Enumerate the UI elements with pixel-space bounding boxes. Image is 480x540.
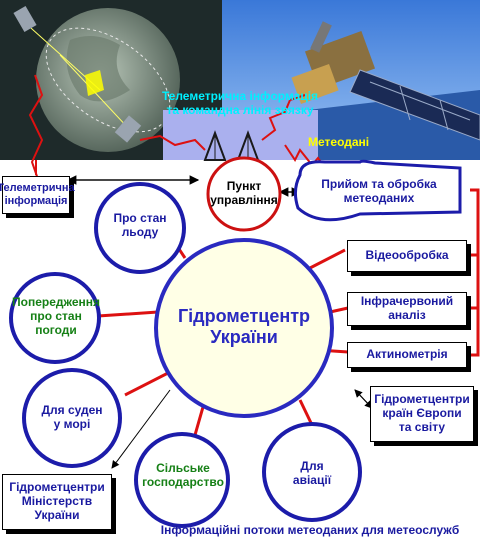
ice-line1: Про стан [113, 211, 167, 225]
infrared-line1: Інфрачервоний [360, 294, 454, 309]
agriculture-label: Сільське господарство [138, 461, 228, 490]
banner-meteo-data: Метеодані [308, 135, 370, 149]
circle-ships [22, 368, 122, 468]
ships-label: Для суден у морі [28, 403, 116, 432]
circle-ice [94, 182, 186, 274]
ministry-line3: України [34, 507, 80, 522]
satellite-icon [13, 5, 37, 33]
signal-zigzag [139, 134, 206, 151]
intl-line2: країн Європи [382, 406, 462, 421]
signal-zigzag [28, 74, 44, 186]
weather-warning-label: Попередження про стан погоди [2, 295, 110, 337]
circle-agriculture [134, 432, 230, 528]
space-image-left [0, 0, 222, 160]
receive-line1: Прийом та обробка [321, 177, 437, 191]
telemetry-box-line2: інформація [4, 195, 68, 207]
signal-zigzag [261, 94, 306, 141]
red-connectors [97, 188, 480, 436]
agri-line1: Сільське [156, 461, 210, 475]
receive-process-shape [293, 159, 462, 222]
ministry-line2: Міністерств [21, 494, 93, 509]
meteo-satellite-icon [291, 21, 480, 141]
arrow-ministries [111, 389, 171, 469]
banner-telemetry-line2: та командна лінія звязку [166, 102, 314, 117]
antenna-icon [203, 130, 227, 161]
control-point-label: Пункт управління [208, 179, 280, 208]
circle-aviation [262, 422, 362, 522]
agri-line2: господарство [142, 474, 224, 489]
aviation-line1: Для [300, 459, 324, 473]
weather-line2: про стан [30, 308, 82, 323]
receive-line2: метеоданих [343, 190, 415, 205]
banner-telemetry-line1: Телеметрична інформація [161, 89, 319, 103]
center-label: Гідрометцентр України [160, 306, 328, 347]
actinometry-box: Актинометрія [347, 342, 467, 368]
control-point-line2: управління [210, 192, 278, 207]
aviation-line2: авіації [292, 472, 332, 487]
receive-process-label: Прийом та обробка метеоданих [300, 177, 458, 206]
intl-line1: Гідрометцентри [374, 392, 470, 407]
center-line2: України [210, 326, 278, 347]
center-line1: Гідрометцентр [177, 306, 311, 326]
telemetry-box-line1: Телеметрична [0, 182, 75, 195]
control-point-line1: Пункт [226, 179, 262, 193]
ice-line2: льоду [121, 224, 159, 239]
actinometry-line1: Актинометрія [366, 347, 448, 362]
circle-control-point [206, 156, 282, 232]
center-circle [154, 238, 334, 418]
weather-line3: погоди [35, 322, 77, 337]
video-processing-box: Відеообробка [347, 240, 467, 272]
infrared-line2: аналіз [388, 308, 426, 322]
satellite-icon [114, 115, 142, 143]
ships-line1: Для суден [41, 403, 103, 417]
ministry-line1: Гідрометцентри [9, 480, 105, 495]
weather-line1: Попередження [11, 295, 101, 309]
caption: Інформаційні потоки метеоданих для метео… [160, 523, 460, 537]
aviation-label: Для авіації [272, 459, 352, 488]
ships-line2: у морі [53, 416, 91, 431]
intl-line3: та світу [398, 419, 446, 434]
video-processing-line1: Відеообробка [365, 248, 449, 263]
circle-weather-warnings [9, 272, 101, 364]
banner-telemetry-text: Телеметрична інформація та командна ліні… [130, 89, 350, 118]
ice-label: Про стан льоду [110, 211, 170, 240]
